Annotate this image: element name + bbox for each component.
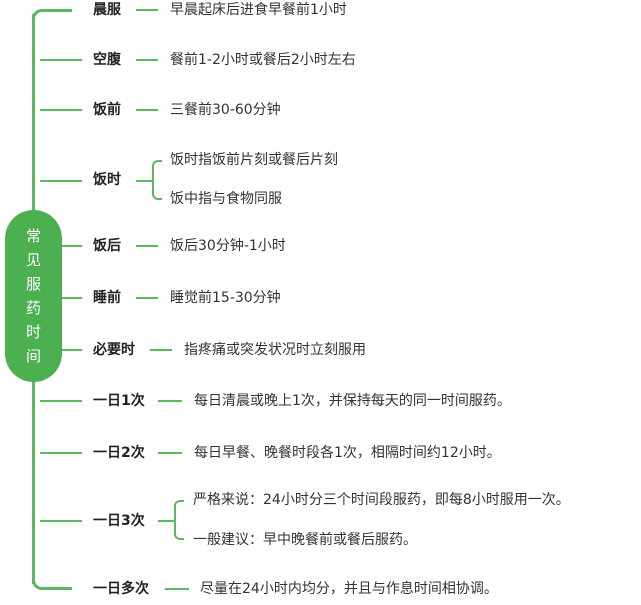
- connector-line: [62, 245, 82, 247]
- bracket-line: [152, 160, 162, 200]
- connector-line: [32, 576, 72, 590]
- root-node[interactable]: 常 见 服 药 时 间: [5, 210, 62, 382]
- root-char: 间: [25, 347, 41, 365]
- root-char: 时: [25, 323, 41, 341]
- connector-line: [136, 245, 158, 247]
- connector-line: [40, 520, 82, 522]
- leaf-node[interactable]: 早晨起床后进食早餐前1小时: [170, 2, 347, 18]
- branch-node[interactable]: 必要时: [93, 342, 135, 358]
- root-char: 见: [25, 251, 41, 269]
- connector-line: [165, 588, 189, 590]
- root-char: 药: [25, 299, 41, 317]
- leaf-node[interactable]: 饭中指与食物同服: [170, 191, 282, 207]
- connector-line: [40, 180, 82, 182]
- leaf-node[interactable]: 饭后30分钟-1小时: [170, 238, 286, 254]
- leaf-node[interactable]: 一般建议：早中晚餐前或餐后服药。: [193, 532, 417, 548]
- connector-line: [62, 297, 82, 299]
- branch-node[interactable]: 饭后: [93, 238, 121, 254]
- connector-line: [62, 349, 82, 351]
- branch-node[interactable]: 空腹: [93, 52, 121, 68]
- leaf-node[interactable]: 指疼痛或突发状况时立刻服用: [184, 342, 366, 358]
- root-char: 服: [25, 275, 41, 293]
- branch-node[interactable]: 一日多次: [93, 581, 149, 597]
- leaf-node[interactable]: 尽量在24小时内均分，并且与作息时间相协调。: [200, 581, 498, 597]
- connector-line: [32, 9, 72, 23]
- branch-node[interactable]: 晨服: [93, 2, 121, 18]
- leaf-node[interactable]: 严格来说：24小时分三个时间段服药，即每8小时服用一次。: [193, 492, 570, 508]
- leaf-node[interactable]: 睡觉前15-30分钟: [170, 290, 281, 306]
- connector-line: [136, 9, 158, 11]
- leaf-node[interactable]: 三餐前30-60分钟: [170, 102, 281, 118]
- connector-line: [158, 452, 182, 454]
- branch-node[interactable]: 一日3次: [93, 513, 145, 529]
- connector-line: [136, 109, 158, 111]
- connector-line: [158, 520, 174, 522]
- connector-line: [136, 180, 152, 182]
- connector-line: [40, 109, 82, 111]
- bracket-line: [174, 500, 184, 540]
- root-char: 常: [25, 227, 41, 245]
- connector-line: [136, 297, 158, 299]
- branch-node[interactable]: 一日2次: [93, 445, 145, 461]
- connector-line: [158, 400, 182, 402]
- connector-line: [136, 59, 158, 61]
- branch-node[interactable]: 饭前: [93, 102, 121, 118]
- connector-line: [40, 59, 82, 61]
- branch-node[interactable]: 一日1次: [93, 393, 145, 409]
- leaf-node[interactable]: 每日早餐、晚餐时段各1次，相隔时间约12小时。: [194, 445, 501, 461]
- leaf-node[interactable]: 每日清晨或晚上1次，并保持每天的同一时间服药。: [194, 393, 511, 409]
- connector-line: [150, 349, 172, 351]
- connector-line: [40, 452, 82, 454]
- leaf-node[interactable]: 饭时指饭前片刻或餐后片刻: [170, 152, 338, 168]
- connector-line: [40, 400, 82, 402]
- branch-node[interactable]: 饭时: [93, 172, 121, 188]
- leaf-node[interactable]: 餐前1-2小时或餐后2小时左右: [170, 52, 356, 68]
- branch-node[interactable]: 睡前: [93, 290, 121, 306]
